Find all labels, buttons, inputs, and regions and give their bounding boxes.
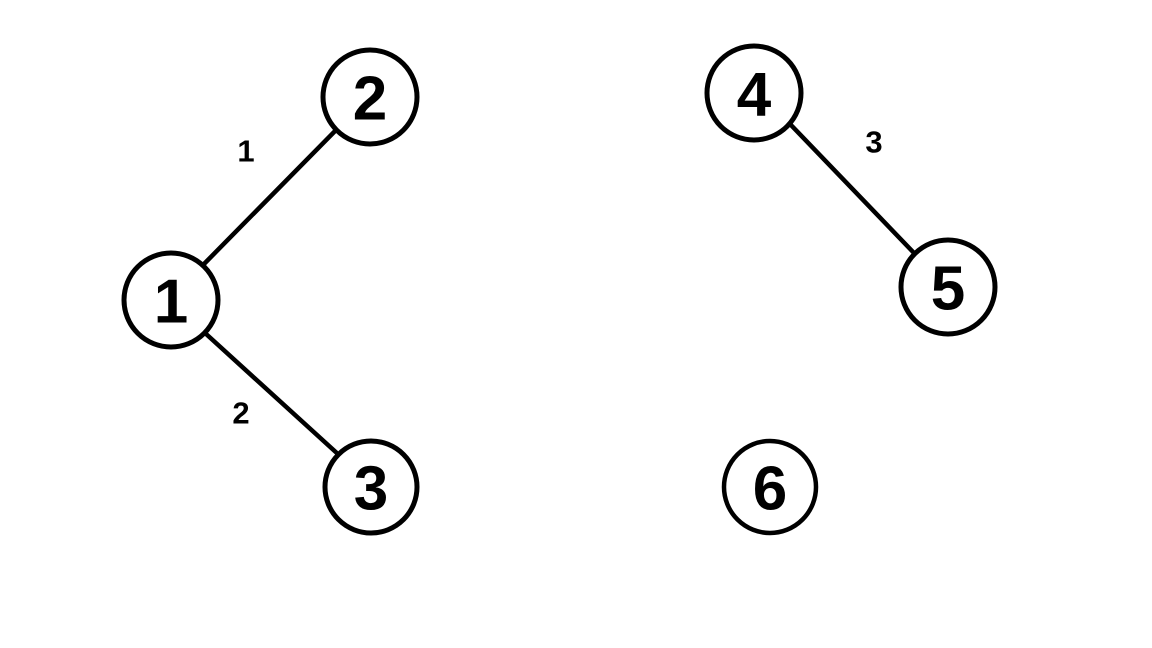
node-5-circle[interactable] xyxy=(898,237,998,337)
edge-weight-label-4-5: 3 xyxy=(865,125,882,160)
node-group: 1 2 3 4 5 6 xyxy=(121,43,998,536)
node-4-label: 4 xyxy=(737,61,772,130)
node-1-label: 1 xyxy=(154,268,188,337)
node-1-circle[interactable] xyxy=(121,250,221,350)
node-4[interactable]: 4 xyxy=(704,43,804,143)
node-5-label: 5 xyxy=(931,255,965,324)
edge-weight-label-1-3: 2 xyxy=(232,396,249,431)
node-3[interactable]: 3 xyxy=(322,438,420,536)
node-1[interactable]: 1 xyxy=(121,250,221,350)
node-3-label: 3 xyxy=(354,455,388,524)
edge-4-5[interactable] xyxy=(787,121,918,257)
edge-1-2[interactable] xyxy=(200,125,341,268)
edge-1-3[interactable] xyxy=(202,330,342,458)
edge-group xyxy=(200,121,918,458)
node-6-label: 6 xyxy=(753,455,787,524)
node-2-circle[interactable] xyxy=(320,47,420,147)
edge-weight-label-1-2: 1 xyxy=(237,134,254,169)
edge-weight-group: 1 2 3 xyxy=(232,125,882,431)
node-6-circle[interactable] xyxy=(721,438,819,536)
node-3-circle[interactable] xyxy=(322,438,420,536)
node-5[interactable]: 5 xyxy=(898,237,998,337)
node-4-circle[interactable] xyxy=(704,43,804,143)
node-2[interactable]: 2 xyxy=(320,47,420,147)
node-2-label: 2 xyxy=(353,65,387,134)
node-6[interactable]: 6 xyxy=(721,438,819,536)
